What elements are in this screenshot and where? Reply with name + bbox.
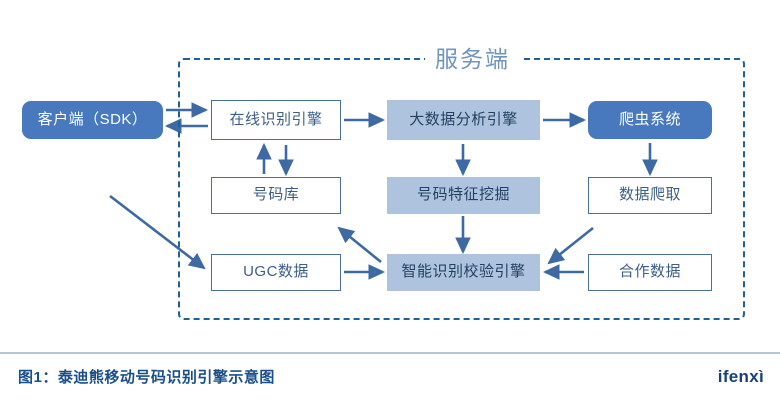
- node-client[interactable]: 客户端（SDK）: [22, 101, 163, 139]
- diagram-canvas: 服务端 客户端（SDK） 在线识别引擎 大数据分析引擎 爬虫系统 号码库 号码特…: [22, 44, 745, 320]
- node-bigdata-engine[interactable]: 大数据分析引擎: [387, 100, 540, 140]
- node-feature-mining[interactable]: 号码特征挖掘: [387, 177, 540, 214]
- edge-client-to-ugc: [109, 194, 206, 270]
- server-container-title: 服务端: [425, 44, 520, 74]
- edge-verify-engine-to-number-db: [337, 226, 382, 264]
- ifenxi-logo: ifenxì: [717, 367, 764, 386]
- footer-bar: 图1：泰迪熊移动号码识别引擎示意图 ifenxì: [0, 352, 780, 400]
- node-number-database[interactable]: 号码库: [211, 177, 341, 214]
- node-partner-data[interactable]: 合作数据: [588, 254, 712, 291]
- node-data-crawl[interactable]: 数据爬取: [588, 177, 712, 214]
- node-crawler-system[interactable]: 爬虫系统: [588, 101, 712, 139]
- node-verify-engine[interactable]: 智能识别校验引擎: [387, 254, 540, 291]
- figure-caption: 图1：泰迪熊移动号码识别引擎示意图: [18, 369, 275, 386]
- connector-layer: [109, 102, 658, 280]
- edge-data-crawl-to-verify-engine: [547, 226, 594, 265]
- node-online-engine[interactable]: 在线识别引擎: [211, 100, 341, 140]
- node-ugc-data[interactable]: UGC数据: [211, 254, 341, 291]
